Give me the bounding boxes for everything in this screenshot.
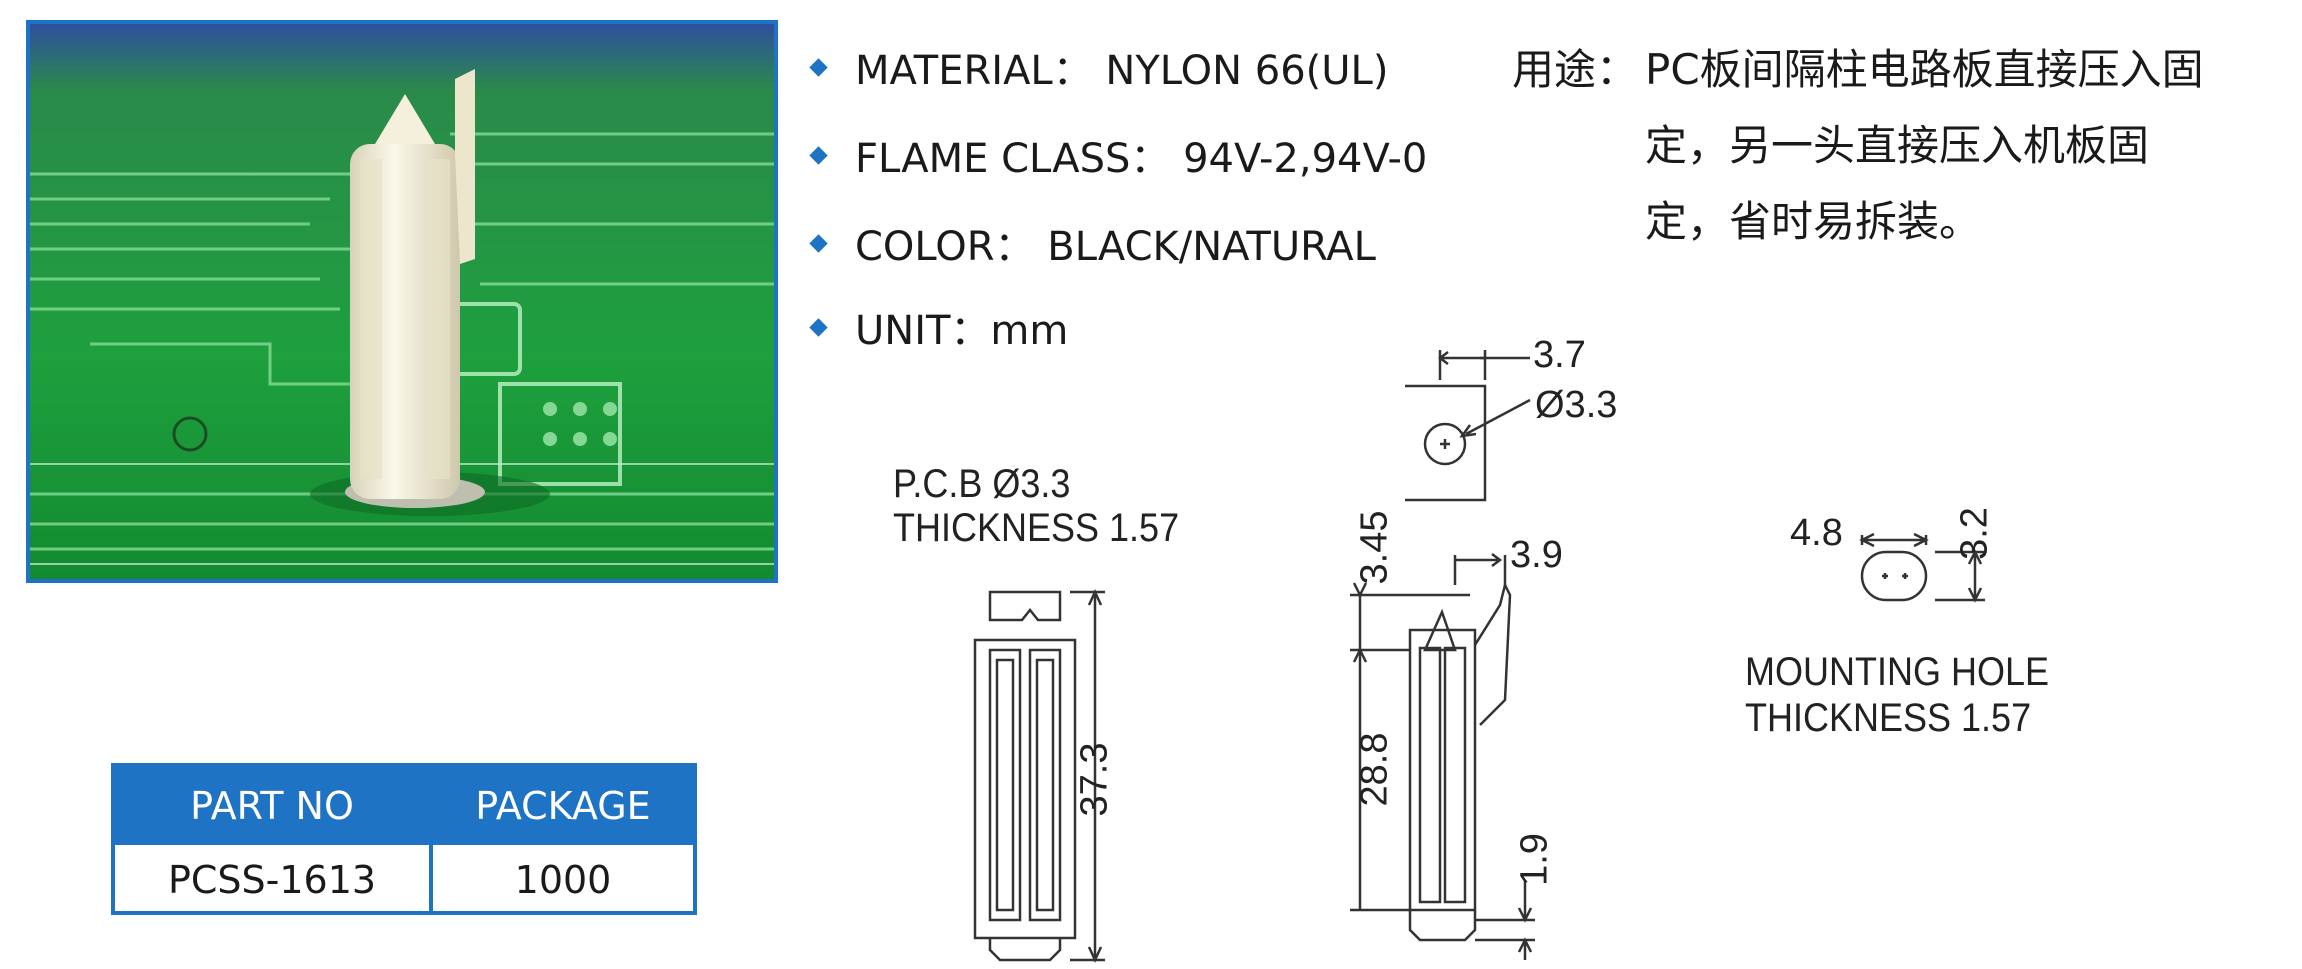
table-divider [429, 845, 433, 915]
spec-material: MATERIAL： NYLON 66(UL) [809, 38, 1388, 96]
dim-hole-dia: Ø3.3 [1535, 384, 1618, 426]
plate-outline [1405, 384, 1487, 502]
cell-package: 1000 [514, 858, 612, 902]
spec-unit: UNIT：mm [809, 298, 1068, 356]
left-part-body [973, 638, 1077, 940]
part-table: PART NO PACKAGE PCSS-1613 1000 [111, 763, 697, 915]
left-part-top [988, 590, 1062, 622]
spec-color: COLOR： BLACK/NATURAL [809, 214, 1376, 272]
mount-label-line-1: MOUNTING HOLE [1745, 650, 2050, 694]
mounting-hole-outline [1860, 550, 1928, 602]
mount-label-line-2: THICKNESS 1.57 [1745, 696, 2032, 740]
usage-label: 用途： [1512, 45, 1639, 94]
dim-body-length: 28.8 [1353, 732, 1396, 807]
usage-line-1: PC板间隔柱电路板直接压入固 [1645, 45, 2204, 94]
mid-part-body [1408, 628, 1477, 912]
spec-flame-class: FLAME CLASS： 94V-2,94V-0 [809, 126, 1427, 184]
dim-hook-width: 3.9 [1510, 534, 1563, 576]
dim-top-width: 3.7 [1533, 334, 1586, 376]
dim-hole-width: 3.2 [1953, 507, 1996, 560]
product-photo [26, 20, 778, 583]
usage-line-2: 定，另一头直接压入机板固 [1645, 121, 2150, 170]
cell-part-no: PCSS-1613 [167, 858, 377, 902]
table-header: PART NO PACKAGE [115, 767, 693, 845]
plate-hole-outline [1423, 422, 1467, 466]
pcb-label-line-2: THICKNESS 1.57 [893, 506, 1180, 550]
pcb-photo-illustration [30, 24, 774, 579]
dim-bottom-gap: 1.9 [1513, 833, 1556, 886]
dim-tip-height: 3.45 [1353, 510, 1396, 585]
usage-line-3: 定，省时易拆装。 [1645, 197, 1982, 246]
header-part-no: PART NO [190, 784, 354, 828]
dim-hole-length: 4.8 [1790, 512, 1843, 554]
header-package: PACKAGE [475, 784, 651, 828]
mid-part-hook [1473, 581, 1512, 726]
pcb-label-line-1: P.C.B Ø3.3 [893, 462, 1071, 506]
left-part-bottom [988, 938, 1062, 962]
dim-total-length: 37.3 [1073, 742, 1116, 817]
